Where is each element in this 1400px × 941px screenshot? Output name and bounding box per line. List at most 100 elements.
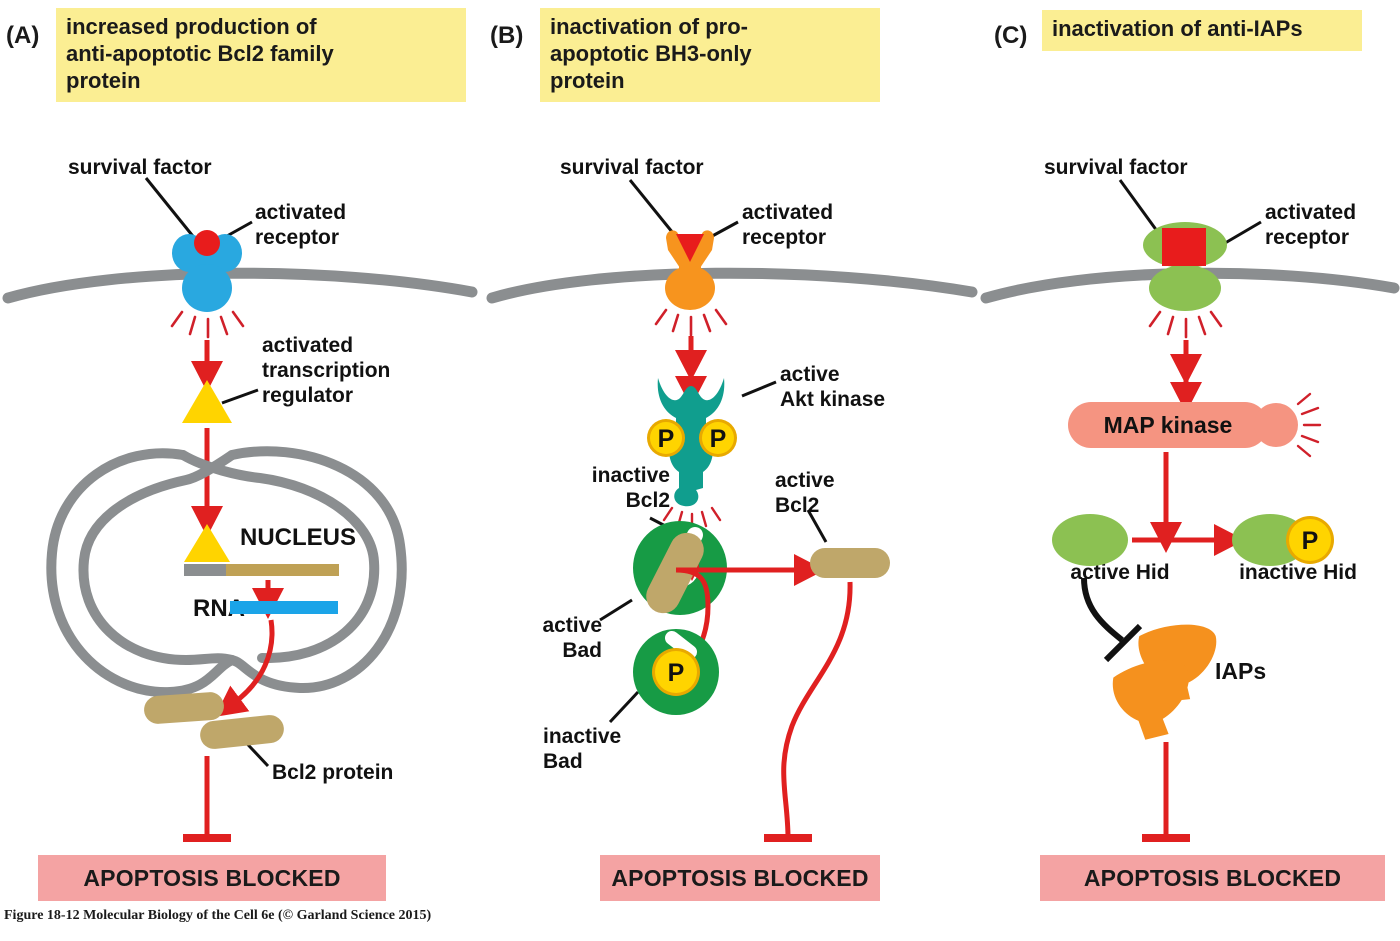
label-rna: RNA xyxy=(193,595,245,622)
label-activated-receptor-b-line1: activated xyxy=(742,201,834,224)
panel-b-title-line-2: apoptotic BH3-only xyxy=(550,40,752,66)
plasma-membrane-b xyxy=(486,267,978,304)
label-activated-receptor-b: activated receptor xyxy=(742,200,833,250)
label-bcl2-protein: Bcl2 protein xyxy=(272,761,394,784)
leader-bcl2-a xyxy=(236,732,270,768)
activation-sparks-a xyxy=(170,310,245,339)
label-inactive-bcl2-line2: Bcl2 xyxy=(625,489,670,513)
bcl2-release-arrows xyxy=(675,553,825,677)
active-bad-complex xyxy=(633,521,727,615)
panel-a-title: increased production of anti-apoptotic B… xyxy=(56,8,466,103)
label-inactive-bcl2: inactive Bcl2 xyxy=(494,463,670,513)
leader-survival-c xyxy=(1118,179,1167,243)
label-active-hid: active Hid xyxy=(1070,561,1170,584)
panel-c-title: inactivation of anti-IAPs xyxy=(1042,10,1362,51)
phosphate-label-bad: P xyxy=(667,659,685,687)
label-nucleus: NUCLEUS xyxy=(240,524,357,551)
label-inactive-bad-line1: inactive xyxy=(543,725,622,748)
label-activated-receptor-a-line2: receptor xyxy=(255,226,340,250)
panel-a-title-line-3: protein xyxy=(66,67,141,93)
label-active-bad-line2: Bad xyxy=(562,639,602,663)
label-tr-line1: activated xyxy=(262,334,354,357)
label-activated-receptor-c: activated receptor xyxy=(1265,200,1356,250)
label-inactive-bad: inactive Bad xyxy=(543,724,621,774)
panel-a-title-line-2: anti-apoptotic Bcl2 family xyxy=(66,40,334,66)
inactive-bcl2-rod xyxy=(646,532,704,614)
activation-sparks-akt xyxy=(662,506,722,530)
active-bcl2-rod xyxy=(810,548,890,578)
panel-a: (A) increased production of anti-apoptot… xyxy=(0,0,480,941)
label-transcription-regulator: activated transcription regulator xyxy=(262,333,390,409)
bcl2-rod-1 xyxy=(144,692,224,724)
label-inactive-bad-line2: Bad xyxy=(543,750,583,774)
leader-inactive-bcl2 xyxy=(649,516,676,533)
phosphate-label-akt-right: P xyxy=(709,425,727,453)
bcl2-proteins-a xyxy=(144,692,284,749)
panel-a-graphics xyxy=(2,177,478,842)
apoptosis-blocked-a: APOPTOSIS BLOCKED xyxy=(38,855,386,901)
survival-factor-ligand-c xyxy=(1162,228,1206,266)
leader-survival-a xyxy=(144,177,198,241)
plasma-membrane-a xyxy=(2,267,478,304)
iaps-shape xyxy=(1112,624,1217,740)
label-iaps: IAPs xyxy=(1215,658,1267,684)
leader-receptor-c xyxy=(1219,220,1262,248)
phosphate-label-hid: P xyxy=(1301,527,1319,555)
label-active-bcl2: active Bcl2 xyxy=(775,468,835,518)
panel-b-letter: (B) xyxy=(490,22,524,49)
label-inactive-hid: inactive Hid xyxy=(1239,561,1357,584)
label-active-akt: active Akt kinase xyxy=(780,362,885,412)
activation-sparks-c xyxy=(1148,310,1223,339)
leader-active-bad xyxy=(599,598,633,622)
label-active-bad-line1: active xyxy=(542,614,602,637)
label-active-bad: active Bad xyxy=(482,613,602,663)
leader-akt xyxy=(741,380,777,398)
label-activated-receptor-c-line1: activated xyxy=(1265,201,1357,224)
panel-c-letter: (C) xyxy=(994,22,1028,49)
label-akt-line2: Akt kinase xyxy=(780,388,886,412)
leader-receptor-a xyxy=(217,220,253,243)
panel-a-letter: (A) xyxy=(6,22,40,49)
panel-b-title: inactivation of pro- apoptotic BH3-only … xyxy=(540,8,880,103)
bcl2-rod-2 xyxy=(200,715,284,749)
label-inactive-bcl2-line1: inactive xyxy=(591,464,670,487)
label-survival-factor-a: survival factor xyxy=(68,156,212,179)
label-activated-receptor-a-line1: activated xyxy=(255,201,347,224)
arrow-rna-to-cytosol xyxy=(214,619,275,717)
transcription-regulator-cytosol xyxy=(182,380,232,423)
rna-bar xyxy=(230,601,338,614)
leader-receptor-b xyxy=(704,220,739,242)
label-activated-receptor-a: activated receptor xyxy=(255,200,346,250)
dna-bar xyxy=(184,564,339,576)
panel-c-graphics xyxy=(980,179,1400,842)
survival-factor-ligand-b xyxy=(676,234,704,262)
panel-b-title-line-3: protein xyxy=(550,67,625,93)
inhibition-c xyxy=(1142,742,1190,842)
panel-c-title-line-1: inactivation of anti-IAPs xyxy=(1052,16,1303,41)
label-active-bcl2-line2: Bcl2 xyxy=(775,494,820,518)
apoptosis-blocked-c: APOPTOSIS BLOCKED xyxy=(1040,855,1385,901)
activated-receptor-c xyxy=(1143,222,1227,311)
label-map-kinase: MAP kinase xyxy=(1103,412,1233,438)
activation-sparks-b xyxy=(654,308,728,337)
leader-tr xyxy=(221,388,259,405)
label-survival-factor-c: survival factor xyxy=(1044,156,1188,179)
activated-receptor-a xyxy=(172,234,242,312)
plasma-membrane-c xyxy=(980,267,1400,304)
label-activated-receptor-c-line2: receptor xyxy=(1265,226,1350,250)
bcl2-to-outcome-line xyxy=(781,581,853,839)
panel-a-title-line-1: increased production of xyxy=(66,14,317,39)
hid-inhibits-iaps xyxy=(1081,577,1143,663)
nuclear-envelope xyxy=(46,446,407,698)
survival-factor-ligand-a xyxy=(194,230,220,256)
panel-b: (B) inactivation of pro- apoptotic BH3-o… xyxy=(480,0,980,941)
panel-c: (C) inactivation of anti-IAPs survival f… xyxy=(980,0,1400,941)
active-hid xyxy=(1052,514,1128,566)
figure-caption: Figure 18-12 Molecular Biology of the Ce… xyxy=(4,908,432,923)
phosphate-label-akt-left: P xyxy=(657,425,675,453)
activated-receptor-b xyxy=(665,230,715,310)
inhibition-a xyxy=(183,756,231,842)
label-tr-line2: transcription xyxy=(262,359,391,383)
panel-b-title-line-1: inactivation of pro- xyxy=(550,14,748,39)
label-activated-receptor-b-line2: receptor xyxy=(742,226,827,250)
